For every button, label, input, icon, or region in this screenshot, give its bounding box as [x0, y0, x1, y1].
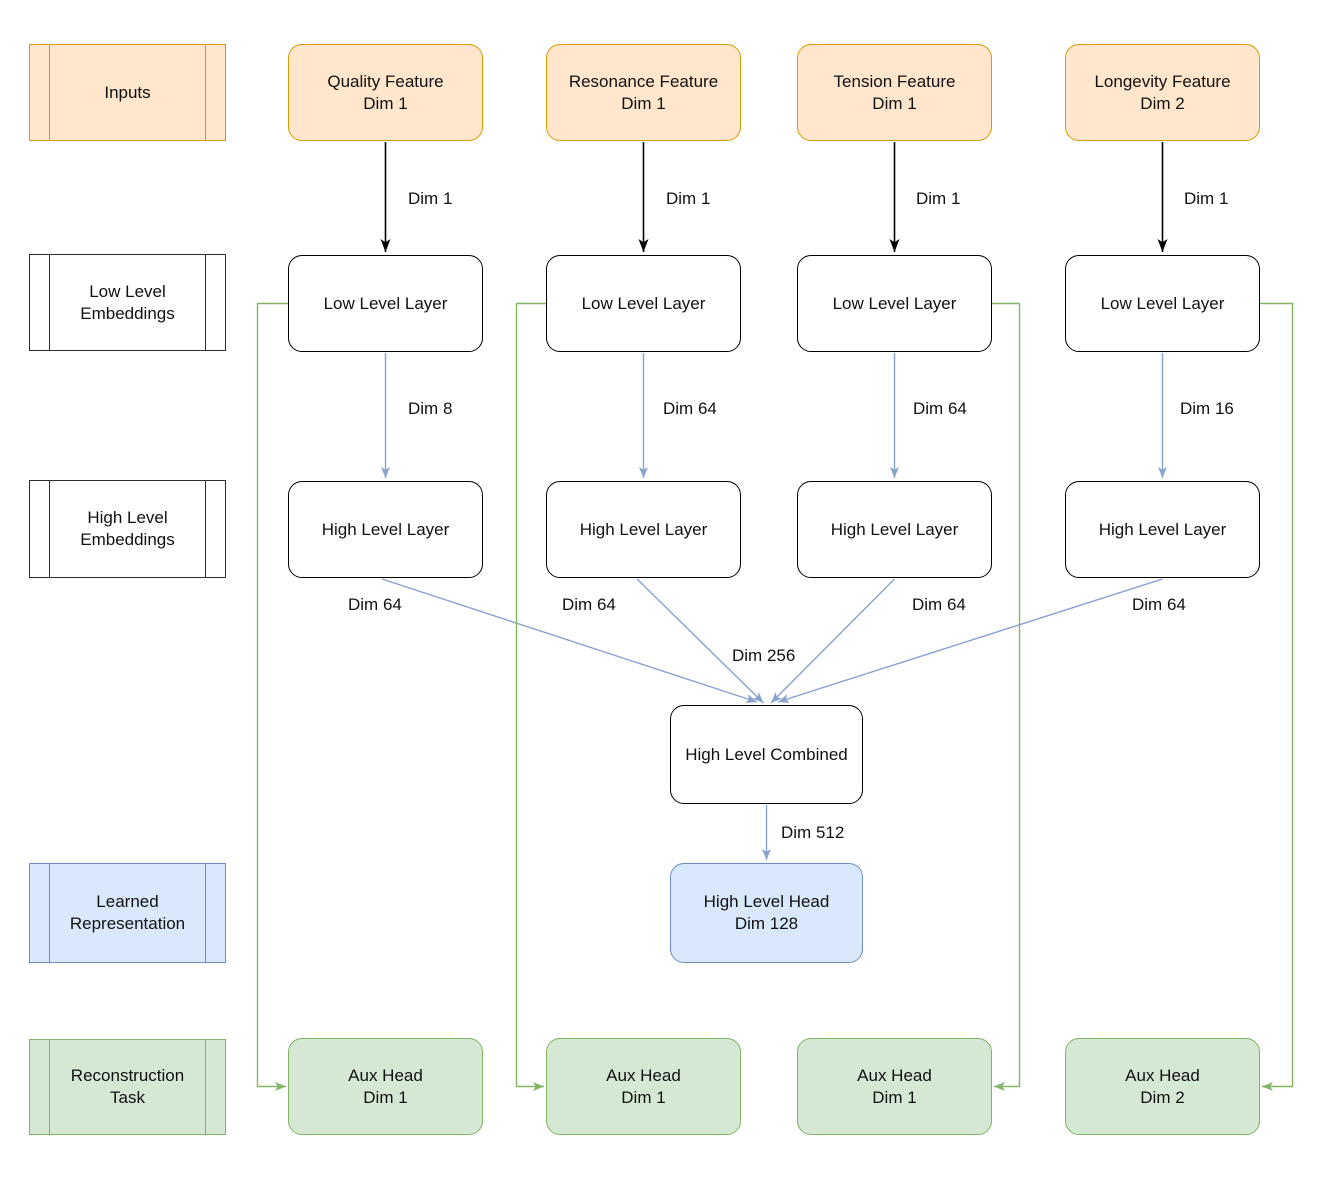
- aux-head-1: Aux Head Dim 1: [288, 1038, 483, 1135]
- input-box-longevity-label: Longevity Feature Dim 2: [1094, 71, 1231, 113]
- aux-head-1-label: Aux Head Dim 1: [348, 1065, 423, 1107]
- edge-label-input-dim-1: Dim 1: [408, 189, 453, 208]
- aux-head-2-label: Aux Head Dim 1: [606, 1065, 681, 1107]
- edge-label-high-out-dim-2: Dim 64: [562, 595, 616, 614]
- legend-low-level-embeddings-label: Low Level Embeddings: [80, 281, 175, 323]
- high-level-layer-3: High Level Layer: [797, 481, 992, 578]
- high-level-combined-box: High Level Combined: [670, 705, 863, 804]
- legend-learned-representation: Learned Representation: [29, 863, 226, 963]
- high-level-layer-2: High Level Layer: [546, 481, 741, 578]
- edge-label-low-high-dim-4: Dim 16: [1180, 399, 1234, 418]
- low-level-layer-2-label: Low Level Layer: [581, 293, 706, 313]
- legend-reconstruction-task-label: Reconstruction Task: [70, 1066, 185, 1107]
- low-level-layer-4: Low Level Layer: [1065, 255, 1260, 352]
- edge-label-input-dim-4: Dim 1: [1184, 189, 1229, 208]
- arrow-low-to-aux-1: [256, 302, 288, 1091]
- input-box-quality-label: Quality Feature Dim 1: [327, 71, 444, 113]
- low-level-layer-1: Low Level Layer: [288, 255, 483, 352]
- high-level-layer-4: High Level Layer: [1065, 481, 1260, 578]
- edge-label-low-high-dim-3: Dim 64: [913, 399, 967, 418]
- arrow-high-to-combined-4: [777, 578, 1163, 703]
- aux-head-4: Aux Head Dim 2: [1065, 1038, 1260, 1135]
- high-level-layer-3-label: High Level Layer: [830, 519, 959, 539]
- aux-head-3: Aux Head Dim 1: [797, 1038, 992, 1135]
- edge-label-input-dim-3: Dim 1: [916, 189, 961, 208]
- low-level-layer-3-label: Low Level Layer: [832, 293, 957, 313]
- high-level-layer-2-label: High Level Layer: [579, 519, 708, 539]
- input-box-longevity: Longevity Feature Dim 2: [1065, 44, 1260, 141]
- edge-label-high-out-dim-3: Dim 64: [912, 595, 966, 614]
- arrow-low-to-aux-2: [515, 302, 546, 1091]
- high-level-layer-1-label: High Level Layer: [321, 519, 450, 539]
- high-level-combined-label: High Level Combined: [685, 744, 848, 764]
- input-box-resonance: Resonance Feature Dim 1: [546, 44, 741, 141]
- input-box-quality: Quality Feature Dim 1: [288, 44, 483, 141]
- high-level-head-box: High Level Head Dim 128: [670, 863, 863, 963]
- edge-label-high-out-dim-4: Dim 64: [1132, 595, 1186, 614]
- edge-label-low-high-dim-2: Dim 64: [663, 399, 717, 418]
- arrow-high-to-combined-3: [770, 578, 895, 704]
- high-level-layer-4-label: High Level Layer: [1098, 519, 1227, 539]
- edge-label-input-dim-2: Dim 1: [666, 189, 711, 208]
- low-level-layer-3: Low Level Layer: [797, 255, 992, 352]
- edge-label-combined-in-dim: Dim 256: [732, 646, 796, 665]
- legend-high-level-embeddings: High Level Embeddings: [29, 480, 226, 578]
- high-level-head-label: High Level Head Dim 128: [703, 892, 830, 933]
- low-level-layer-2: Low Level Layer: [546, 255, 741, 352]
- edge-label-combined-out-dim: Dim 512: [781, 823, 845, 842]
- legend-reconstruction-task: Reconstruction Task: [29, 1039, 226, 1135]
- arrow-low-to-aux-4: [1260, 302, 1294, 1091]
- low-level-layer-4-label: Low Level Layer: [1100, 293, 1225, 313]
- input-box-resonance-label: Resonance Feature Dim 1: [568, 71, 719, 113]
- aux-head-3-label: Aux Head Dim 1: [857, 1065, 932, 1107]
- legend-low-level-embeddings: Low Level Embeddings: [29, 254, 226, 351]
- arrow-low-to-aux-3: [992, 302, 1021, 1091]
- input-box-tension: Tension Feature Dim 1: [797, 44, 992, 141]
- edge-label-high-out-dim-1: Dim 64: [348, 595, 402, 614]
- arrow-high-to-combined-2: [636, 578, 764, 704]
- aux-head-2: Aux Head Dim 1: [546, 1038, 741, 1135]
- legend-learned-representation-label: Learned Representation: [69, 892, 186, 933]
- high-level-layer-1: High Level Layer: [288, 481, 483, 578]
- edge-label-low-high-dim-1: Dim 8: [408, 399, 453, 418]
- legend-inputs-label: Inputs: [104, 82, 151, 102]
- aux-head-4-label: Aux Head Dim 2: [1125, 1065, 1200, 1107]
- legend-inputs: Inputs: [29, 44, 226, 141]
- input-box-tension-label: Tension Feature Dim 1: [833, 71, 956, 113]
- low-level-layer-1-label: Low Level Layer: [323, 293, 448, 313]
- legend-high-level-embeddings-label: High Level Embeddings: [80, 508, 175, 549]
